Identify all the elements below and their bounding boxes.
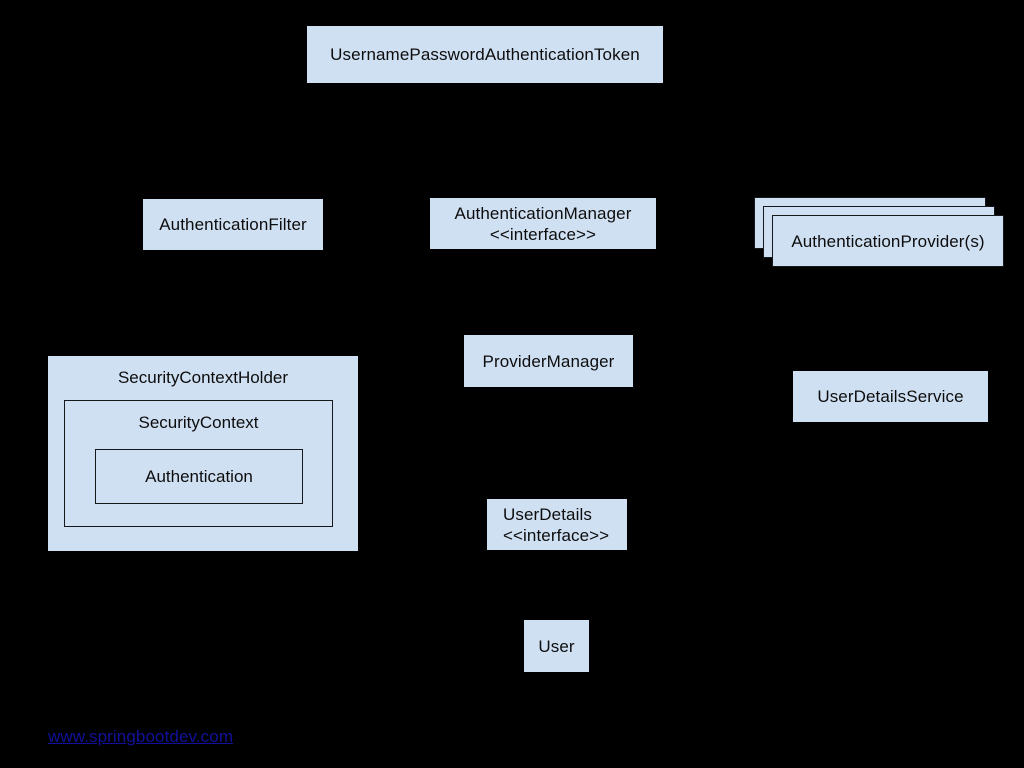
node-user-details[interactable]: UserDetails <<interface>>	[487, 499, 627, 550]
node-label: SecurityContextHolder	[117, 368, 289, 387]
node-label: ProviderManager	[482, 351, 615, 371]
node-username-password-authentication-token[interactable]: UsernamePasswordAuthenticationToken	[307, 26, 663, 83]
node-label: UsernamePasswordAuthenticationToken	[330, 45, 640, 64]
node-label: User	[538, 636, 575, 656]
node-label: Authentication	[145, 467, 253, 486]
node-label: UserDetails <<interface>>	[503, 504, 610, 545]
footer-website-link[interactable]: www.springbootdev.com	[48, 727, 234, 746]
node-label: AuthenticationFilter	[159, 215, 307, 234]
node-authentication-providers-stack[interactable]: AuthenticationProvider(s)	[754, 197, 1004, 267]
node-label: UserDetailsService	[817, 387, 964, 406]
node-authentication-manager[interactable]: AuthenticationManager <<interface>>	[430, 198, 656, 249]
node-user[interactable]: User	[524, 620, 589, 672]
node-authentication-providers[interactable]: AuthenticationProvider(s)	[772, 215, 1004, 267]
node-security-context[interactable]: SecurityContext Authentication	[64, 400, 333, 527]
node-label: AuthenticationManager <<interface>>	[454, 203, 632, 244]
node-authentication[interactable]: Authentication	[95, 449, 303, 504]
node-label: AuthenticationProvider(s)	[791, 231, 985, 251]
node-provider-manager[interactable]: ProviderManager	[464, 335, 633, 387]
node-security-context-holder[interactable]: SecurityContextHolder SecurityContext Au…	[48, 356, 358, 551]
node-user-details-service[interactable]: UserDetailsService	[793, 371, 988, 422]
node-authentication-filter[interactable]: AuthenticationFilter	[143, 199, 323, 250]
node-label: SecurityContext	[138, 413, 259, 432]
